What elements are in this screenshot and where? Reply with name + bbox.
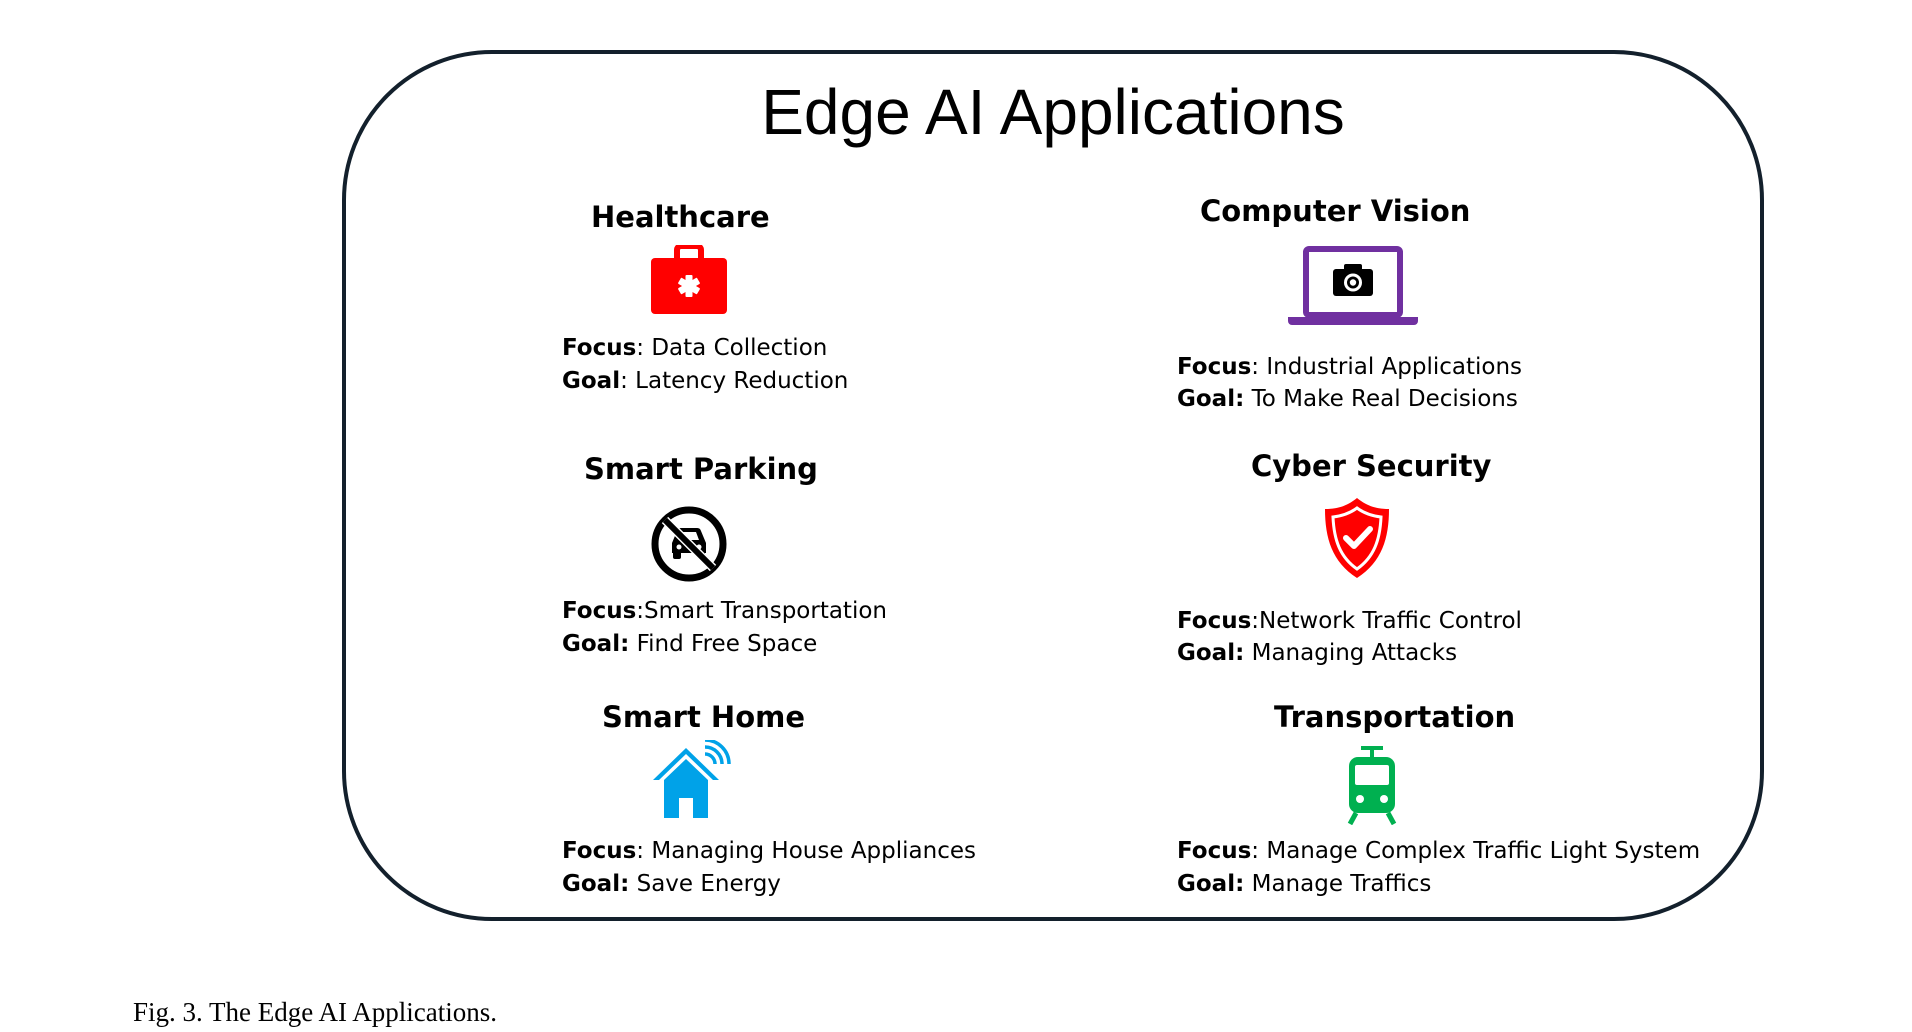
smart-parking-goal: Goal: Find Free Space <box>562 631 818 657</box>
smart-parking-title: Smart Parking <box>584 452 818 486</box>
computer-vision-focus: Focus: Industrial Applications <box>1177 354 1523 380</box>
medical-kit-icon <box>650 245 728 315</box>
diagram-title: Edge AI Applications <box>761 76 1345 148</box>
transportation-focus: Focus: Manage Complex Traffic Light Syst… <box>1177 838 1701 864</box>
smart-home-title: Smart Home <box>602 700 806 734</box>
laptop-camera-icon <box>1287 245 1419 327</box>
applications-frame <box>342 50 1764 921</box>
computer-vision-goal: Goal: To Make Real Decisions <box>1177 386 1518 412</box>
cyber-security-focus: Focus:Network Traffic Control <box>1177 608 1522 634</box>
healthcare-title: Healthcare <box>591 200 770 234</box>
tram-icon <box>1346 745 1398 825</box>
healthcare-focus: Focus: Data Collection <box>562 335 828 361</box>
cyber-security-goal: Goal: Managing Attacks <box>1177 640 1458 666</box>
no-car-icon <box>650 505 728 583</box>
smart-parking-focus: Focus:Smart Transportation <box>562 598 887 624</box>
transportation-goal: Goal: Manage Traffics <box>1177 871 1432 897</box>
cyber-security-title: Cyber Security <box>1251 449 1492 483</box>
smart-home-goal: Goal: Save Energy <box>562 871 781 897</box>
smart-home-focus: Focus: Managing House Appliances <box>562 838 976 864</box>
smart-home-icon <box>652 740 736 818</box>
computer-vision-title: Computer Vision <box>1200 194 1471 228</box>
shield-check-icon <box>1322 496 1392 580</box>
transportation-title: Transportation <box>1274 700 1516 734</box>
healthcare-goal: Goal: Latency Reduction <box>562 368 849 394</box>
figure-caption: Fig. 3. The Edge AI Applications. <box>133 997 497 1027</box>
